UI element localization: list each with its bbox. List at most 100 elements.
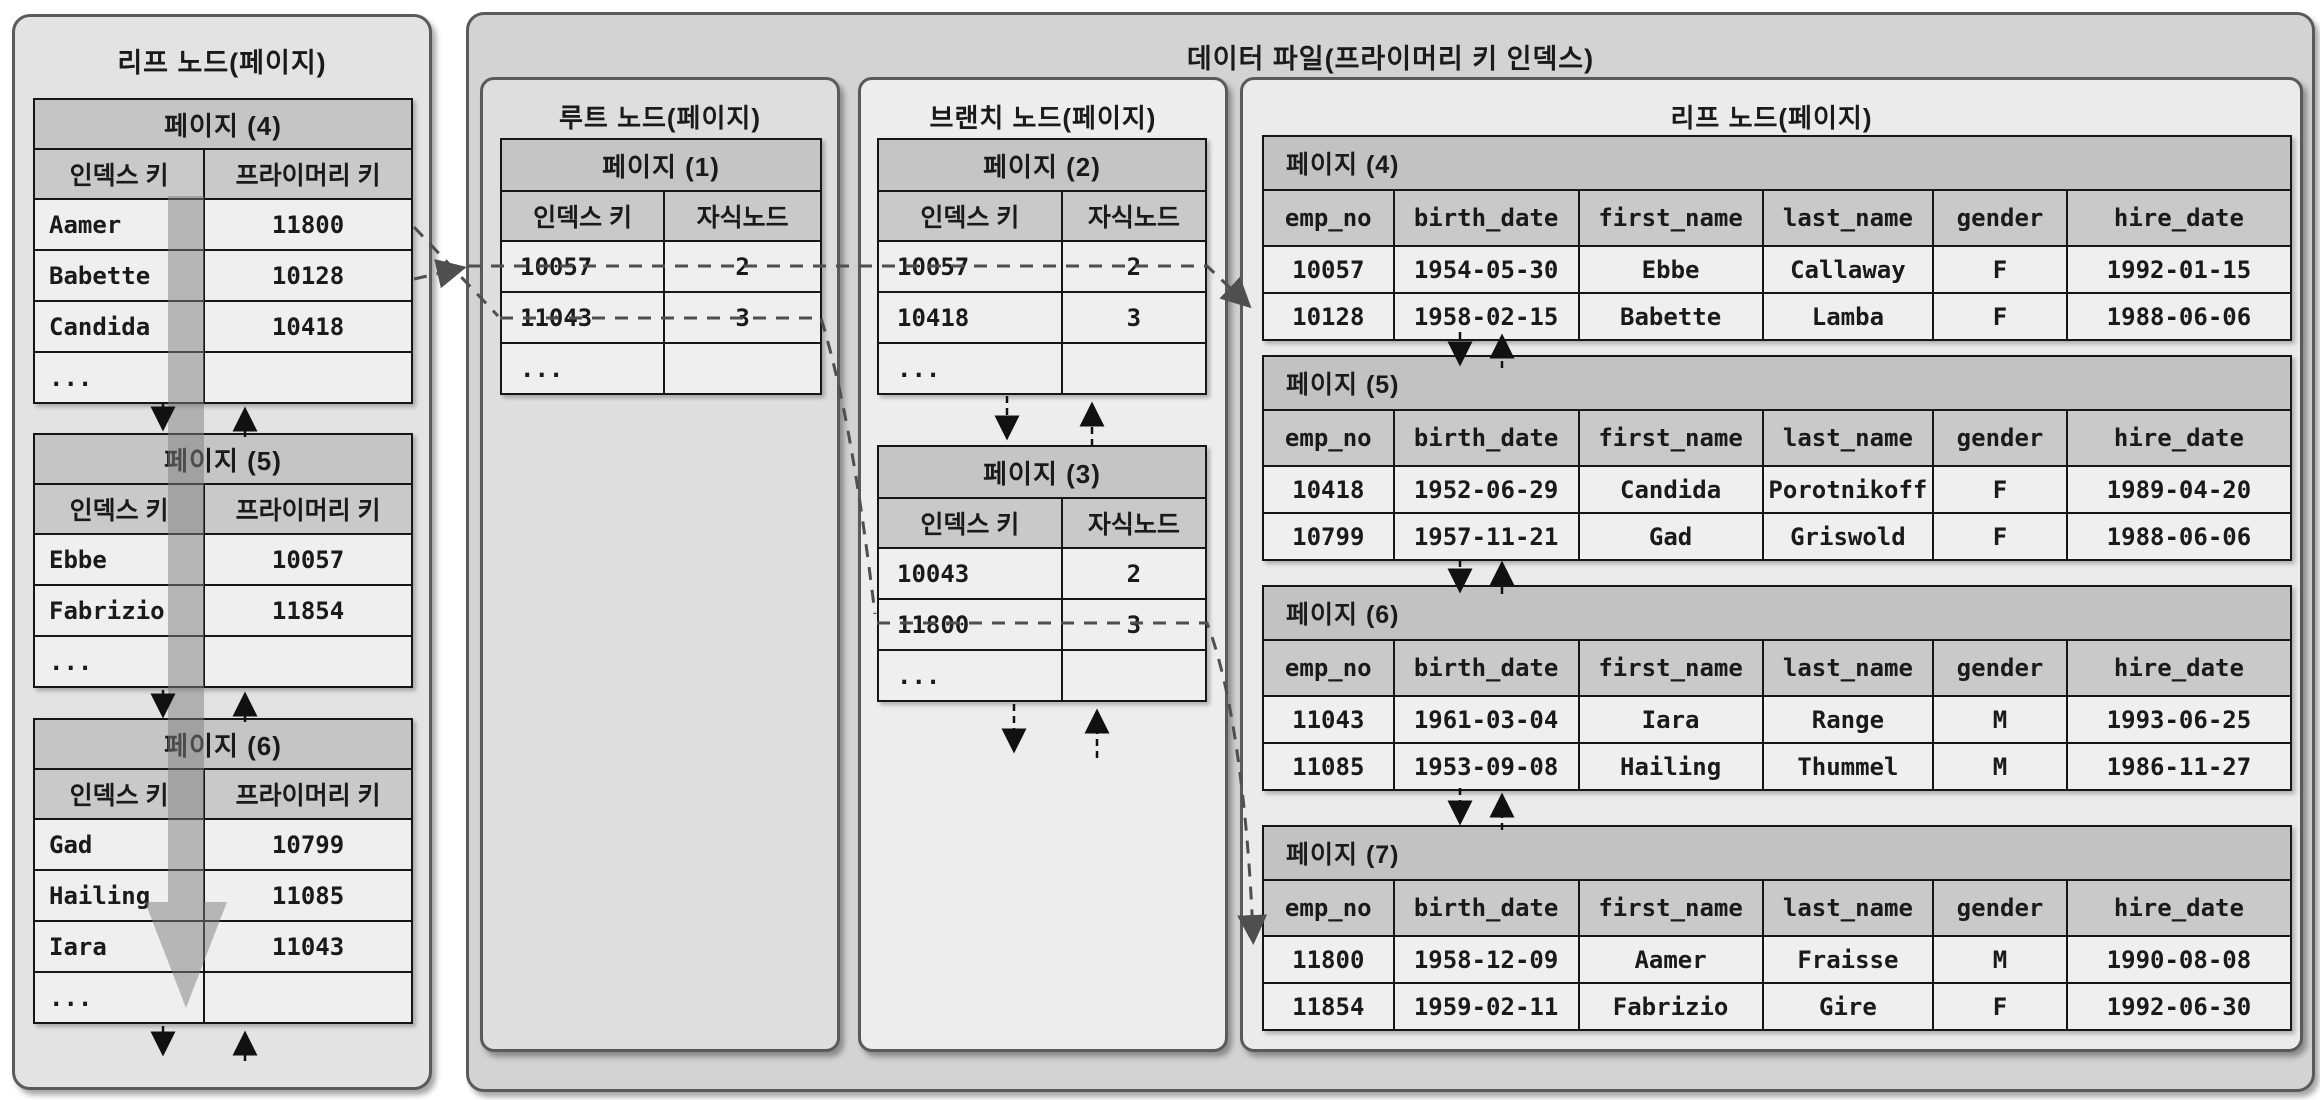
- table-cell: Babette: [32, 249, 206, 302]
- table-cell: Ebbe: [1577, 245, 1764, 294]
- column-header: emp_no: [1262, 879, 1395, 937]
- column-header: 인덱스 키: [499, 190, 666, 242]
- column-header: first_name: [1577, 409, 1764, 467]
- table-cell: 10057: [499, 240, 666, 293]
- table-cell: 1954-05-30: [1392, 245, 1580, 294]
- column-header: 자식노드: [1060, 190, 1208, 242]
- table-cell: 11043: [1262, 695, 1395, 744]
- column-header: gender: [1932, 409, 2068, 467]
- table-cell: 10057: [877, 240, 1063, 293]
- column-header: 인덱스 키: [877, 190, 1063, 242]
- table-cell: 3: [1060, 598, 1208, 651]
- column-header: hire_date: [2065, 409, 2293, 467]
- table-cell: 11800: [203, 198, 413, 251]
- data-file-title: 데이터 파일(프라이머리 키 인덱스): [1186, 44, 1595, 74]
- table-cell: F: [1932, 465, 2068, 514]
- column-header: first_name: [1577, 639, 1764, 697]
- table-cell: 1959-02-11: [1392, 982, 1580, 1031]
- table-cell: 1952-06-29: [1392, 465, 1580, 514]
- page-title: 페이지 (3): [877, 445, 1207, 499]
- table-cell: 10418: [1262, 465, 1395, 514]
- table-cell: [1060, 342, 1208, 395]
- table-cell: ...: [32, 351, 206, 404]
- column-header: birth_date: [1392, 409, 1580, 467]
- table-cell: ...: [32, 971, 206, 1024]
- table-cell: 1958-02-15: [1392, 292, 1580, 341]
- table-cell: 1992-01-15: [2065, 245, 2293, 294]
- column-header: 프라이머리 키: [203, 148, 413, 200]
- column-header: emp_no: [1262, 639, 1395, 697]
- column-header: gender: [1932, 879, 2068, 937]
- table-cell: Callaway: [1761, 245, 1935, 294]
- table-cell: 11854: [1262, 982, 1395, 1031]
- table-cell: 10057: [203, 533, 413, 586]
- table-cell: [663, 342, 822, 395]
- table-cell: 1953-09-08: [1392, 742, 1580, 791]
- table-cell: 3: [663, 291, 822, 344]
- table-cell: 11043: [499, 291, 666, 344]
- column-header: first_name: [1577, 189, 1764, 247]
- table-cell: 1993-06-25: [2065, 695, 2293, 744]
- table-cell: F: [1932, 292, 2068, 341]
- table-row: ...: [877, 649, 1208, 702]
- table-cell: 2: [1060, 240, 1208, 293]
- column-header: first_name: [1577, 879, 1764, 937]
- table-cell: 1992-06-30: [2065, 982, 2293, 1031]
- column-header: hire_date: [2065, 879, 2293, 937]
- table-cell: Fabrizio: [1577, 982, 1764, 1031]
- column-header: hire_date: [2065, 639, 2293, 697]
- page-title: 페이지 (4): [33, 98, 413, 150]
- table-cell: Iara: [1577, 695, 1764, 744]
- table-cell: Porotnikoff: [1761, 465, 1935, 514]
- table-cell: Candida: [32, 300, 206, 353]
- table-cell: 10418: [203, 300, 413, 353]
- column-header: hire_date: [2065, 189, 2293, 247]
- table-cell: Fabrizio: [32, 584, 206, 637]
- table-cell: Range: [1761, 695, 1935, 744]
- table-cell: 1989-04-20: [2065, 465, 2293, 514]
- table-cell: 11854: [203, 584, 413, 637]
- table-row: ...: [32, 635, 413, 688]
- table-row: ...: [32, 971, 413, 1024]
- column-header: 자식노드: [1060, 497, 1208, 549]
- table-cell: 1961-03-04: [1392, 695, 1580, 744]
- page-title: 페이지 (2): [877, 138, 1207, 192]
- column-header: last_name: [1761, 189, 1935, 247]
- table-cell: 1988-06-06: [2065, 512, 2293, 561]
- column-header: birth_date: [1392, 639, 1580, 697]
- table-cell: Gire: [1761, 982, 1935, 1031]
- column-header: 인덱스 키: [32, 768, 206, 820]
- branch-node-title: 브랜치 노드(페이지): [929, 103, 1157, 133]
- table-cell: 3: [1060, 291, 1208, 344]
- leaf-node-title: 리프 노드(페이지): [1670, 103, 1873, 133]
- table-cell: Hailing: [1577, 742, 1764, 791]
- table-row: ...: [499, 342, 822, 395]
- table-cell: Gad: [1577, 512, 1764, 561]
- column-header: last_name: [1761, 409, 1935, 467]
- table-cell: Lamba: [1761, 292, 1935, 341]
- column-header: last_name: [1761, 639, 1935, 697]
- page-title: 페이지 (1): [500, 138, 822, 192]
- table-cell: Aamer: [1577, 935, 1764, 984]
- column-header: birth_date: [1392, 189, 1580, 247]
- table-cell: M: [1932, 695, 2068, 744]
